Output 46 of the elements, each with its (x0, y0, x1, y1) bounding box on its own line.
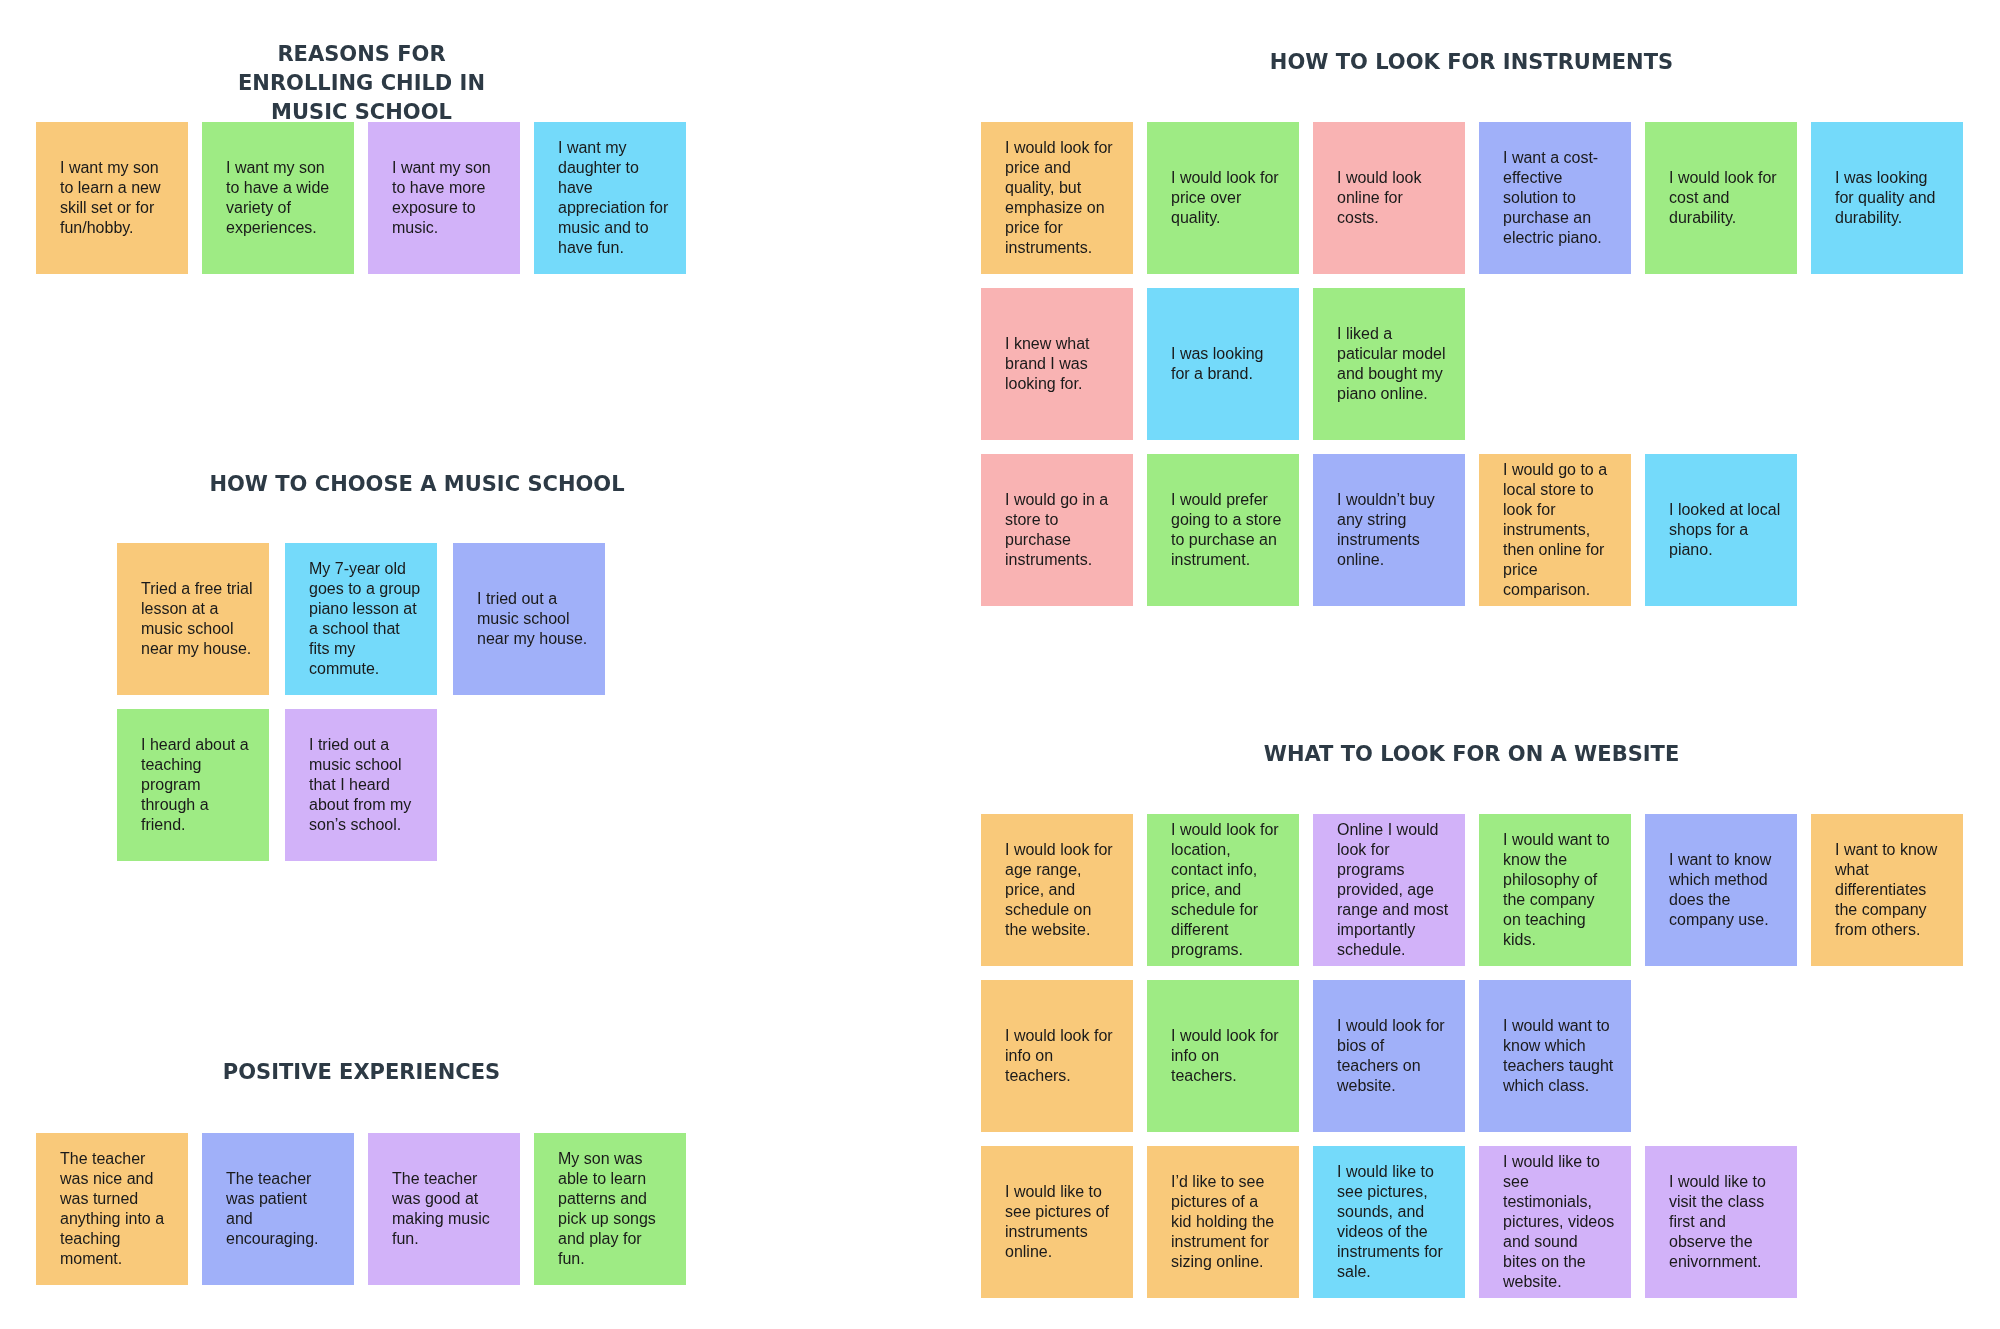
sticky-note: My son was able to learn patterns and pick up songs and play for fun. (534, 1133, 686, 1285)
sticky-note: I would look for bios of teachers on website. (1313, 980, 1465, 1132)
sticky-note: I would look online for costs. (1313, 122, 1465, 274)
sticky-note: I want my son to learn a new skill set or for fun/hobby. (36, 122, 188, 274)
sticky-note: I would go in a store to purchase instruments. (981, 454, 1133, 606)
sticky-note: I would look for age range, price, and schedule on the website. (981, 814, 1133, 966)
sticky-note: I wouldn’t buy any string instruments online. (1313, 454, 1465, 606)
sticky-note: I liked a paticular model and bought my piano online. (1313, 288, 1465, 440)
sticky-note: I would want to know which teachers taught which class. (1479, 980, 1631, 1132)
sticky-note: I would like to see testimonials, pictures, videos and sound bites on the website. (1479, 1146, 1631, 1298)
sticky-note: I would want to know the philosophy of the company on teaching kids. (1479, 814, 1631, 966)
sticky-note: I was looking for quality and durability. (1811, 122, 1963, 274)
sticky-note: The teacher was good at making music fun. (368, 1133, 520, 1285)
sticky-note: I would look for info on teachers. (981, 980, 1133, 1132)
sticky-note: I would like to see pictures of instruments online. (981, 1146, 1133, 1298)
section-heading: WHAT TO LOOK FOR ON A WEBSITE (1262, 741, 1681, 768)
sticky-note: I tried out a music school near my house. (453, 543, 605, 695)
sticky-note: I would prefer going to a store to purchase an instrument. (1147, 454, 1299, 606)
sticky-note: Tried a free trial lesson at a music school near my house. (117, 543, 269, 695)
sticky-note: I want my son to have more exposure to music. (368, 122, 520, 274)
sticky-note: Online I would look for programs provided, age range and most importantly schedule. (1313, 814, 1465, 966)
sticky-note: I’d like to see pictures of a kid holding the instrument for sizing online. (1147, 1146, 1299, 1298)
sticky-note: I would look for price over quality. (1147, 122, 1299, 274)
sticky-note: I would like to see pictures, sounds, and videos of the instruments for sale. (1313, 1146, 1465, 1298)
sticky-note: I would look for info on teachers. (1147, 980, 1299, 1132)
sticky-note: I heard about a teaching program through a friend. (117, 709, 269, 861)
sticky-note: My 7-year old goes to a group piano lesson at a school that fits my commute. (285, 543, 437, 695)
section-heading: POSITIVE EXPERIENCES (221, 1059, 502, 1086)
sticky-note: I was looking for a brand. (1147, 288, 1299, 440)
sticky-note: I want to know what differentiates the company from others. (1811, 814, 1963, 966)
sticky-note: I want my daughter to have appreciation for music and to have fun. (534, 122, 686, 274)
sticky-note: I want to know which method does the company use. (1645, 814, 1797, 966)
sticky-note: I want a cost-effective solution to purchase an electric piano. (1479, 122, 1631, 274)
sticky-note: I looked at local shops for a piano. (1645, 454, 1797, 606)
sticky-note: I would look for location, contact info, price, and schedule for different programs. (1147, 814, 1299, 966)
sticky-note: I would go to a local store to look for instruments, then online for price comparison. (1479, 454, 1631, 606)
sticky-note: I knew what brand I was looking for. (981, 288, 1133, 440)
sticky-note: I want my son to have a wide variety of experiences. (202, 122, 354, 274)
sticky-note: I would look for cost and durability. (1645, 122, 1797, 274)
sticky-note: The teacher was nice and was turned anything into a teaching moment. (36, 1133, 188, 1285)
section-heading: HOW TO CHOOSE A MUSIC SCHOOL (208, 471, 626, 498)
sticky-note: I would look for price and quality, but emphasize on price for instruments. (981, 122, 1133, 274)
sticky-note: The teacher was patient and encouraging. (202, 1133, 354, 1285)
section-heading: HOW TO LOOK FOR INSTRUMENTS (1268, 49, 1675, 76)
sticky-note: I tried out a music school that I heard about from my son’s school. (285, 709, 437, 861)
sticky-note: I would like to visit the class first and observe the enivornment. (1645, 1146, 1797, 1298)
